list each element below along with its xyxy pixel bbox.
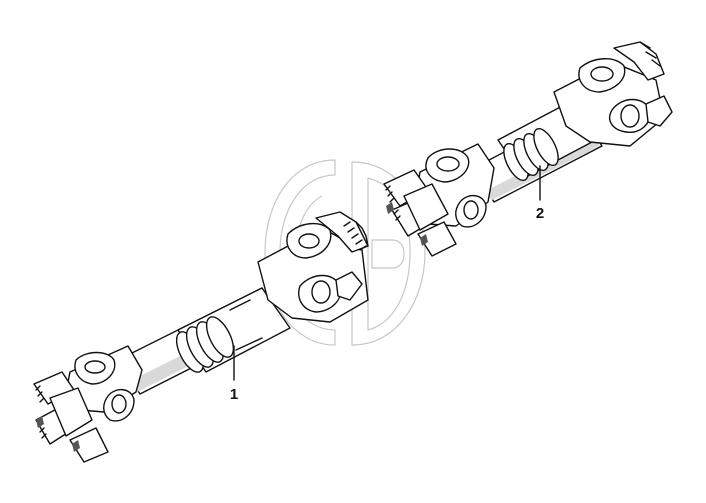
callout-2-label: 2 xyxy=(536,205,544,222)
callout-1-label: 1 xyxy=(230,386,238,403)
propeller-shaft-1 xyxy=(33,211,369,463)
callout-1: 1 xyxy=(230,345,238,403)
propeller-shaft-2 xyxy=(383,41,673,257)
callout-2: 2 xyxy=(536,165,544,222)
